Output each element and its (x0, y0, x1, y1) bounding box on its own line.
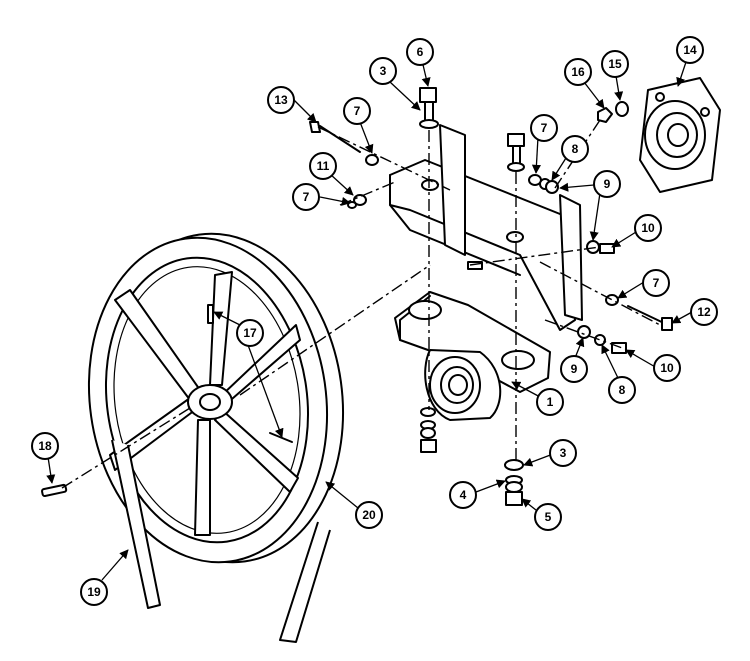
callout-label: 18 (38, 439, 52, 453)
callout-leaders (46, 51, 693, 581)
center-lines (61, 119, 661, 489)
callout-c12: 12 (690, 298, 718, 326)
callout-c17: 17 (236, 319, 264, 347)
callout-c18: 18 (31, 432, 59, 460)
callout-c6: 6 (406, 38, 434, 66)
callout-label: 4 (460, 488, 467, 502)
callout-c3b: 3 (549, 439, 577, 467)
callout-c5: 5 (534, 503, 562, 531)
callout-label: 15 (608, 57, 622, 71)
callout-label: 7 (541, 121, 548, 135)
callout-label: 7 (653, 276, 660, 290)
key-part (41, 483, 68, 498)
callout-label: 17 (243, 326, 257, 340)
callout-label: 5 (545, 510, 552, 524)
callout-label: 8 (619, 383, 626, 397)
callout-label: 9 (604, 177, 611, 191)
callout-c16: 16 (564, 58, 592, 86)
callout-c8b: 8 (608, 376, 636, 404)
callout-label: 6 (417, 45, 424, 59)
callout-label: 7 (303, 190, 310, 204)
callout-label: 3 (380, 64, 387, 78)
pulley-wheel (41, 232, 345, 564)
callout-label: 1 (547, 395, 554, 409)
callout-c8a: 8 (561, 135, 589, 163)
callout-label: 8 (572, 142, 579, 156)
fasteners (309, 87, 673, 506)
callout-label: 10 (660, 361, 674, 375)
callout-c7a: 7 (343, 97, 371, 125)
callout-label: 12 (697, 305, 711, 319)
callout-label: 16 (571, 65, 585, 79)
callout-c10a: 10 (634, 214, 662, 242)
callout-label: 19 (87, 585, 101, 599)
callout-label: 10 (641, 221, 655, 235)
wheel-spokes (109, 271, 301, 536)
callout-label: 3 (560, 446, 567, 460)
callout-c7d: 7 (642, 269, 670, 297)
callout-c15: 15 (601, 50, 629, 78)
callout-label: 9 (571, 362, 578, 376)
callout-c4: 4 (449, 481, 477, 509)
callout-c3a: 3 (369, 57, 397, 85)
callout-c9b: 9 (560, 355, 588, 383)
flange-bearing (639, 77, 721, 193)
callout-c20: 20 (355, 501, 383, 529)
callout-c7b: 7 (292, 183, 320, 211)
callout-label: 7 (354, 104, 361, 118)
callout-label: 14 (683, 43, 697, 57)
drive-belt (111, 439, 331, 643)
callout-c9a: 9 (593, 170, 621, 198)
callout-c1: 1 (536, 388, 564, 416)
callout-label: 11 (317, 159, 330, 173)
callout-c13: 13 (267, 86, 295, 114)
pillow-block-bearing (394, 291, 551, 421)
callout-c19: 19 (80, 578, 108, 606)
callout-c14: 14 (676, 36, 704, 64)
callout-c7c: 7 (530, 114, 558, 142)
callout-c10b: 10 (653, 354, 681, 382)
callout-c11: 11 (309, 152, 337, 180)
callout-label: 20 (362, 508, 376, 522)
callout-label: 13 (274, 93, 288, 107)
